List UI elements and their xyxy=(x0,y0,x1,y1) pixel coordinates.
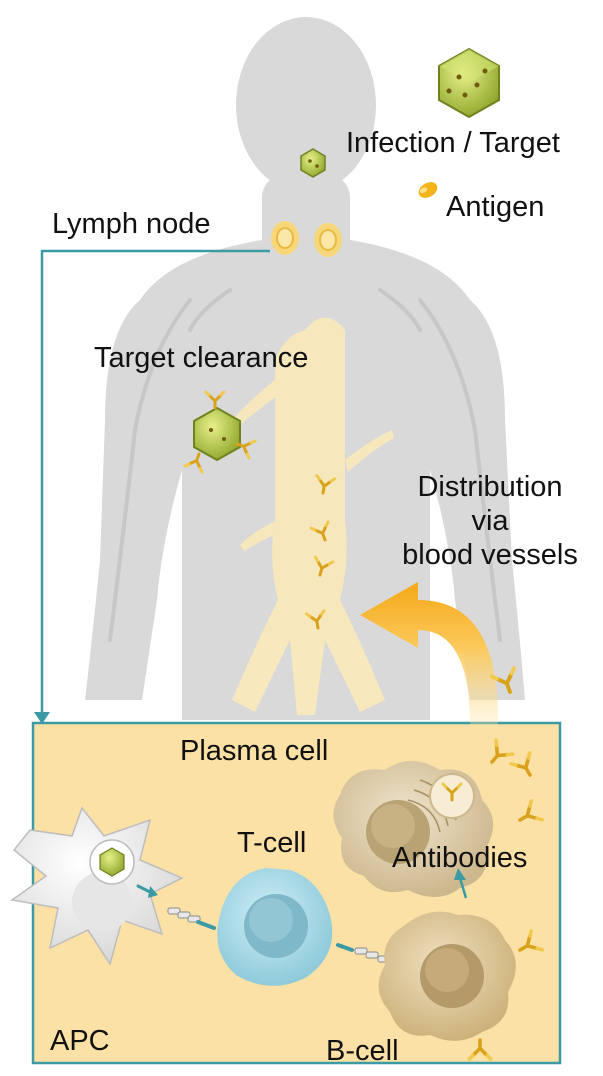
b-cell-label: B-cell xyxy=(326,1034,399,1068)
distribution-label: Distribution via blood vessels xyxy=(392,470,588,573)
antigen-icon xyxy=(416,179,440,201)
antigen-label: Antigen xyxy=(446,190,544,224)
distribution-line-1: Distribution xyxy=(392,470,588,504)
lymph-node-left xyxy=(271,221,299,255)
t-cell-label: T-cell xyxy=(237,826,306,860)
lymph-node-right xyxy=(314,223,342,257)
distribution-line-2: via xyxy=(392,504,588,538)
antibodies-label: Antibodies xyxy=(392,841,527,875)
plasma-cell-label: Plasma cell xyxy=(180,734,328,768)
infection-target-label: Infection / Target xyxy=(346,126,560,160)
virus-icon xyxy=(301,149,325,177)
lymph-node-label: Lymph node xyxy=(52,207,211,241)
apc-label: APC xyxy=(50,1024,110,1058)
distribution-line-3: blood vessels xyxy=(392,538,588,572)
virus-icon xyxy=(439,49,499,117)
target-clearance-label: Target clearance xyxy=(94,341,308,375)
